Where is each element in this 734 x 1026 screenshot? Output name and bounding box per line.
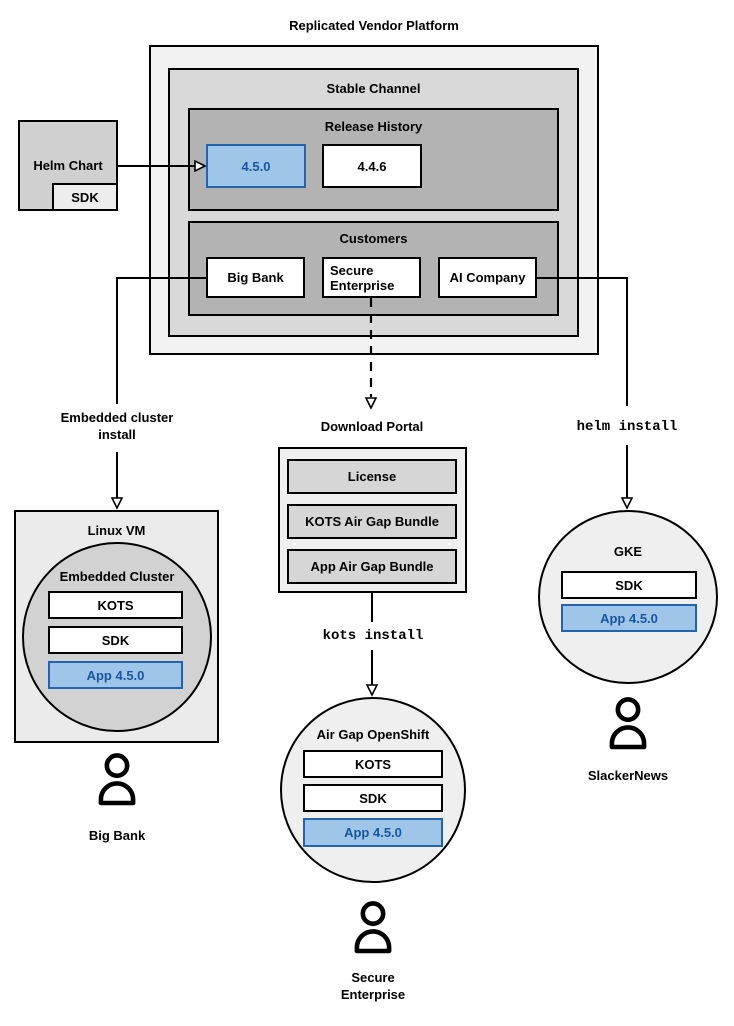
kots-airgap-bundle-box: KOTS Air Gap Bundle: [287, 504, 457, 539]
embedded-install-label: Embedded cluster install: [52, 410, 182, 444]
mid-kots-box: KOTS: [303, 750, 443, 778]
slackernews-user-label: SlackerNews: [587, 768, 669, 783]
customer-ai-company: AI Company: [438, 257, 537, 298]
release-history-title: Release History: [324, 119, 423, 134]
user-icon: [354, 901, 392, 954]
diagram-title: Replicated Vendor Platform: [289, 18, 459, 33]
user-icon: [98, 753, 136, 806]
user-icon-slackernews: [605, 696, 651, 757]
kots-install-connector: [365, 593, 379, 697]
user-icon-big-bank: [94, 752, 140, 813]
stable-channel-title: Stable Channel: [326, 81, 421, 96]
mid-app-box: App 4.5.0: [303, 818, 443, 847]
license-box: License: [287, 459, 457, 494]
embedded-cluster-title: Embedded Cluster: [59, 569, 175, 584]
left-kots-box: KOTS: [48, 591, 183, 619]
helm-install-label: helm install: [547, 419, 707, 435]
release-450-box: 4.5.0: [206, 144, 306, 188]
mid-sdk-box: SDK: [303, 784, 443, 812]
release-446-box: 4.4.6: [322, 144, 422, 188]
customers-title: Customers: [339, 231, 408, 246]
customer-big-bank: Big Bank: [206, 257, 305, 298]
user-icon: [609, 697, 647, 750]
customer-secure-enterprise: Secure Enterprise: [322, 257, 421, 298]
linux-vm-title: Linux VM: [87, 523, 146, 538]
helm-sdk-box: SDK: [52, 183, 118, 211]
left-sdk-box: SDK: [48, 626, 183, 654]
kots-install-label: kots install: [293, 628, 453, 644]
left-app-box: App 4.5.0: [48, 661, 183, 689]
app-airgap-bundle-box: App Air Gap Bundle: [287, 549, 457, 584]
gke-title: GKE: [613, 544, 643, 559]
right-sdk-box: SDK: [561, 571, 697, 599]
big-bank-user-label: Big Bank: [88, 828, 146, 843]
airgap-openshift-title: Air Gap OpenShift: [316, 727, 430, 742]
secure-enterprise-user-label: Secure Enterprise: [340, 970, 406, 1002]
helm-chart-title: Helm Chart: [33, 158, 103, 173]
right-app-box: App 4.5.0: [561, 604, 697, 632]
download-portal-label: Download Portal: [292, 419, 452, 436]
user-icon-secure-enterprise: [350, 900, 396, 961]
